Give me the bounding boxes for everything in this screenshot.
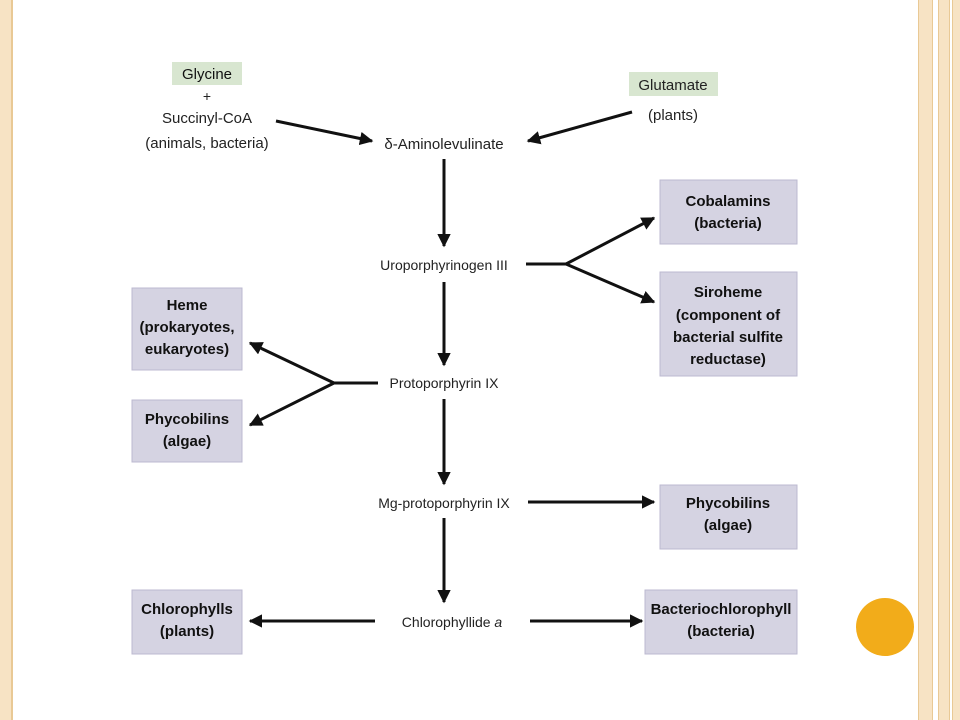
box-bacteriochlorophyll: Bacteriochlorophyll (bacteria): [644, 589, 798, 655]
plants-label: (plants): [648, 107, 698, 124]
animals-bacteria-label: (animals, bacteria): [145, 135, 268, 152]
node-mg-protoporphyrin: Mg-protoporphyrin IX: [378, 495, 510, 511]
box-chlorophylls: Chlorophylls (plants): [131, 589, 243, 655]
node-uroporphyrinogen: Uroporphyrinogen III: [380, 257, 508, 273]
box-phycobilins-left: Phycobilins (algae): [131, 399, 243, 463]
node-protoporphyrin: Protoporphyrin IX: [390, 375, 500, 391]
svg-text:(prokaryotes,: (prokaryotes,: [139, 319, 234, 336]
svg-text:Siroheme: Siroheme: [694, 284, 762, 301]
right-frame-stripe: [952, 0, 960, 720]
box-heme: Heme (prokaryotes, eukaryotes): [131, 287, 243, 371]
decorative-orange-circle: [856, 598, 914, 656]
glycine-label: Glycine: [182, 66, 232, 83]
svg-text:Bacteriochlorophyll: Bacteriochlorophyll: [651, 601, 792, 618]
svg-text:Cobalamins: Cobalamins: [685, 193, 770, 210]
svg-text:Heme: Heme: [167, 297, 208, 314]
svg-text:(bacteria): (bacteria): [687, 623, 755, 640]
node-chlorophyllide: Chlorophyllide a: [402, 614, 503, 630]
glutamate-highlight: [629, 72, 718, 96]
svg-text:bacterial sulfite: bacterial sulfite: [673, 329, 783, 346]
svg-text:Phycobilins: Phycobilins: [145, 411, 229, 428]
arrow-proto-to-phycobilins-left: [248, 381, 335, 427]
box-phycobilins-right: Phycobilins (algae): [659, 484, 798, 550]
svg-text:Chlorophylls: Chlorophylls: [141, 601, 233, 618]
node-aminolevulinate: δ-Aminolevulinate: [384, 136, 503, 153]
glutamate-label: Glutamate: [638, 77, 707, 94]
svg-text:reductase): reductase): [690, 351, 766, 368]
svg-text:(component of: (component of: [676, 307, 781, 324]
glycine-highlight: [172, 62, 242, 85]
svg-text:eukaryotes): eukaryotes): [145, 341, 229, 358]
svg-text:Phycobilins: Phycobilins: [686, 495, 770, 512]
svg-text:(algae): (algae): [163, 433, 211, 450]
svg-text:(plants): (plants): [160, 623, 214, 640]
plus-sign: +: [203, 88, 211, 104]
left-frame-border: [0, 0, 13, 720]
box-cobalamins: Cobalamins (bacteria): [659, 179, 798, 245]
arrow-uro-to-siroheme: [565, 262, 656, 304]
box-siroheme: Siroheme (component of bacterial sulfite…: [659, 271, 798, 377]
succinyl-coa-label: Succinyl-CoA: [162, 110, 252, 127]
right-frame-stripe: [938, 0, 950, 720]
arrow-glutamate-to-ala: [526, 110, 633, 145]
svg-text:(algae): (algae): [704, 517, 752, 534]
arrow-uro-to-cobalamins: [565, 216, 656, 266]
arrow-proto-to-heme: [248, 341, 335, 385]
arrow-succinyl-to-ala: [275, 119, 374, 146]
svg-text:(bacteria): (bacteria): [694, 215, 762, 232]
right-frame-stripe: [918, 0, 933, 720]
